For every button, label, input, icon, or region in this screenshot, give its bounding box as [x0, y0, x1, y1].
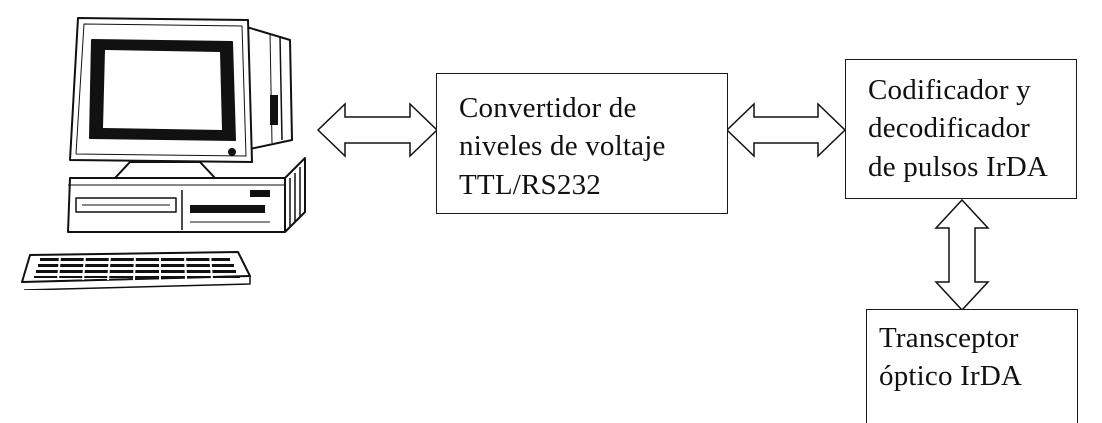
codec-line-3: de pulsos IrDA: [868, 147, 1048, 188]
transceiver-line-2: óptico IrDA: [879, 356, 1022, 397]
transceiver-box: Transceptor óptico IrDA: [866, 309, 1078, 423]
codec-line-2: decodificador: [868, 108, 1030, 149]
converter-line-2: niveles de voltaje: [459, 126, 666, 167]
converter-line-1: Convertidor de: [459, 88, 637, 129]
converter-box: Convertidor de niveles de voltaje TTL/RS…: [436, 73, 728, 214]
converter-line-3: TTL/RS232: [459, 165, 601, 206]
transceiver-line-1: Transceptor: [879, 318, 1019, 359]
desktop-computer-icon: [0, 0, 320, 290]
codec-box: Codificador y decodificador de pulsos Ir…: [845, 59, 1077, 199]
codec-line-1: Codificador y: [868, 70, 1031, 111]
